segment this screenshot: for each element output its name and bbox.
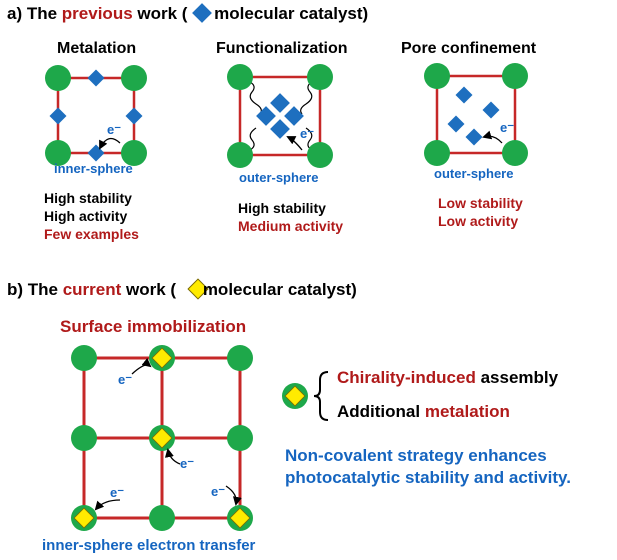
electron-arrow bbox=[99, 137, 121, 150]
electron-arrow bbox=[286, 136, 303, 151]
linker-node bbox=[424, 63, 450, 89]
heading-suffix: molecular catalyst) bbox=[198, 280, 357, 299]
statement: High stability bbox=[44, 190, 132, 206]
statement-list: High stability High activity Few example… bbox=[44, 189, 139, 243]
panel-title-functionalization: Functionalization bbox=[216, 40, 348, 57]
heading-highlight: current bbox=[62, 280, 122, 299]
electron-label: e⁻ bbox=[107, 122, 122, 137]
electron-label: e⁻ bbox=[118, 372, 133, 387]
electron-transfer-caption: inner-sphere electron transfer bbox=[42, 537, 256, 554]
panel-title-metalation: Metalation bbox=[57, 40, 137, 57]
catalyst-site bbox=[151, 427, 173, 449]
electron-arrow bbox=[482, 130, 503, 144]
linker-node bbox=[121, 65, 147, 91]
electron-label: e⁻ bbox=[180, 456, 195, 471]
catalyst-site bbox=[87, 144, 105, 162]
yellow-diamond-icon bbox=[187, 278, 209, 300]
electron-arrow bbox=[94, 499, 121, 511]
linker-node bbox=[227, 142, 253, 168]
statement: High stability bbox=[238, 200, 326, 216]
statement-list: Low stability Low activity bbox=[438, 194, 523, 230]
functionalization-framework bbox=[227, 64, 333, 168]
section-b-heading: b) The current work ( molecular catalyst… bbox=[7, 281, 357, 298]
catalyst-site bbox=[87, 69, 105, 87]
catalyst-site bbox=[447, 115, 465, 133]
panel-title-pore-confinement: Pore confinement bbox=[401, 40, 537, 57]
pore-confinement-framework bbox=[424, 63, 528, 166]
electron-label: e⁻ bbox=[110, 485, 125, 500]
catalyst-site bbox=[270, 119, 290, 139]
statement: Medium activity bbox=[238, 218, 344, 234]
linker-chain bbox=[305, 127, 313, 151]
feature-chirality: Chirality-induced assembly bbox=[337, 369, 558, 386]
heading-prefix: a) The bbox=[7, 4, 62, 23]
surface-immobilization-title: Surface immobilization bbox=[60, 317, 247, 336]
section-a-heading: a) The previous work ( molecular catalys… bbox=[7, 5, 368, 22]
linker-chain bbox=[249, 127, 257, 151]
catalyst-site bbox=[482, 101, 500, 119]
statement: Low activity bbox=[438, 213, 519, 229]
electron-label: e⁻ bbox=[500, 120, 515, 135]
electron-arrow bbox=[131, 357, 152, 375]
statement: Few examples bbox=[44, 226, 139, 242]
conclusion-line: photocatalytic stability and activity. bbox=[285, 468, 571, 487]
metalation-framework bbox=[45, 65, 147, 166]
linker-node bbox=[502, 140, 528, 166]
linker-node bbox=[307, 64, 333, 90]
linker-node bbox=[45, 140, 71, 166]
sphere-label: inner-sphere bbox=[54, 161, 133, 176]
linker-node bbox=[71, 345, 97, 371]
heading-suffix: molecular catalyst) bbox=[209, 4, 369, 23]
statement: Low stability bbox=[438, 195, 523, 211]
linker-node bbox=[71, 425, 97, 451]
sphere-label: outer-sphere bbox=[239, 170, 319, 185]
feature-highlight: Chirality-induced bbox=[337, 368, 476, 387]
heading-middle: work ( bbox=[121, 280, 177, 299]
linker-chain bbox=[300, 81, 313, 115]
linker-node bbox=[45, 65, 71, 91]
linker-node bbox=[227, 64, 253, 90]
linker-node bbox=[227, 425, 253, 451]
heading-highlight: previous bbox=[61, 4, 133, 23]
catalyst-site bbox=[256, 106, 276, 126]
linker-node bbox=[121, 140, 147, 166]
electron-label: e⁻ bbox=[211, 484, 226, 499]
catalyst-site bbox=[270, 93, 290, 113]
linker-node bbox=[424, 140, 450, 166]
catalyst-site bbox=[455, 86, 473, 104]
conclusion-line: Non-covalent strategy enhances bbox=[285, 446, 547, 465]
surface-immobilization-framework bbox=[71, 345, 253, 531]
heading-middle: work ( bbox=[132, 4, 188, 23]
linker-chain bbox=[249, 81, 262, 115]
electron-label: e⁻ bbox=[300, 126, 315, 141]
feature-metalation: Additional metalation bbox=[337, 403, 510, 420]
linker-node bbox=[149, 505, 175, 531]
linker-node bbox=[227, 345, 253, 371]
catalyst-site bbox=[229, 507, 251, 529]
electron-arrow bbox=[164, 448, 181, 465]
heading-prefix: b) The bbox=[7, 280, 63, 299]
sphere-label: outer-sphere bbox=[434, 166, 514, 181]
catalyst-site bbox=[49, 107, 67, 125]
catalyst-site bbox=[465, 128, 483, 146]
conclusion-text: Non-covalent strategy enhances photocata… bbox=[285, 445, 571, 489]
composite-node-icon bbox=[282, 383, 308, 409]
statement-list: High stability Medium activity bbox=[238, 199, 343, 235]
feature-rest: Additional bbox=[337, 402, 425, 421]
statement: High activity bbox=[44, 208, 128, 224]
feature-rest: assembly bbox=[475, 368, 559, 387]
brace-icon bbox=[313, 371, 329, 421]
linker-node bbox=[307, 142, 333, 168]
linker-node bbox=[502, 63, 528, 89]
catalyst-site bbox=[125, 107, 143, 125]
catalyst-site bbox=[73, 507, 95, 529]
electron-arrow bbox=[225, 485, 242, 506]
feature-highlight: metalation bbox=[424, 402, 510, 421]
catalyst-site bbox=[151, 347, 173, 369]
catalyst-site bbox=[284, 106, 304, 126]
